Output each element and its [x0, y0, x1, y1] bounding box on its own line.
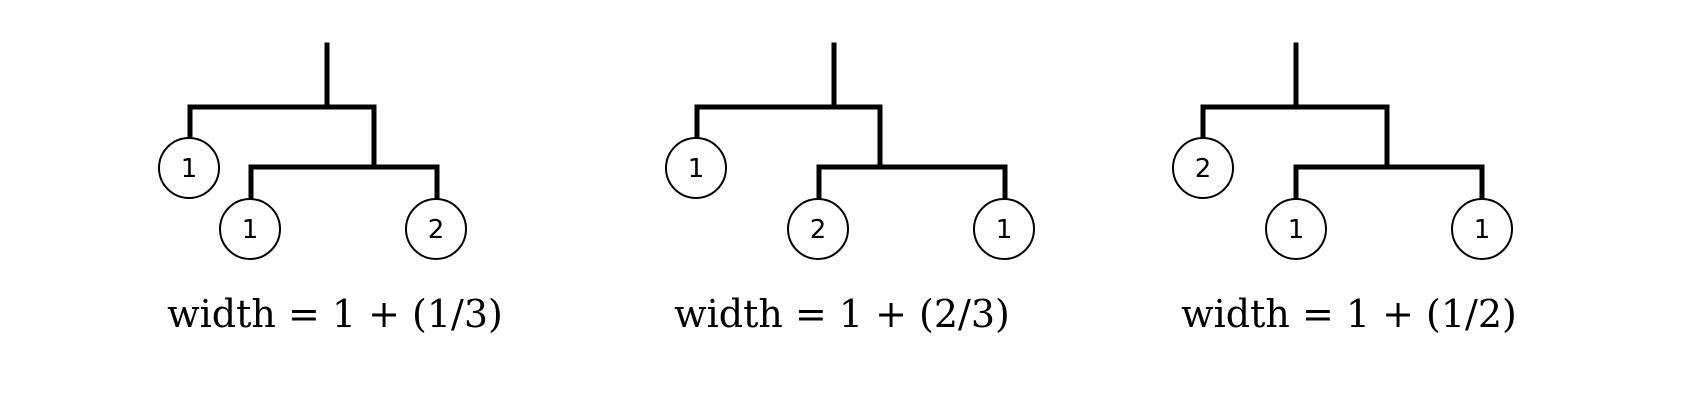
tree-3-leaf-c: 1 [1451, 198, 1513, 260]
leaf-circle [405, 198, 467, 260]
tree-2-leaf-a: 1 [665, 137, 727, 199]
tree-2-leaf-c: 1 [973, 198, 1035, 260]
leaf-label: 2 [428, 215, 445, 245]
leaf-label: 1 [1474, 215, 1491, 245]
leaf-circle [1451, 198, 1513, 260]
leaf-label: 2 [1195, 154, 1212, 184]
tree-3-leaf-a: 2 [1172, 137, 1234, 199]
tree-2: 1 2 1 width = 1 + (2/3) [665, 42, 1035, 336]
tree-2-leaf-b: 2 [787, 198, 849, 260]
leaf-circle [1172, 137, 1234, 199]
leaf-label: 2 [810, 215, 827, 245]
leaf-label: 1 [1288, 215, 1305, 245]
tree-1-leaf-a: 1 [158, 137, 220, 199]
tree-3: 2 1 1 width = 1 + (1/2) [1172, 42, 1517, 336]
leaf-circle [665, 137, 727, 199]
tree-1-leaf-c: 2 [405, 198, 467, 260]
leaf-circle [787, 198, 849, 260]
tree-1-caption: width = 1 + (1/3) [167, 292, 503, 336]
leaf-label: 1 [242, 215, 259, 245]
leaf-circle [973, 198, 1035, 260]
tree-2-caption: width = 1 + (2/3) [674, 292, 1010, 336]
leaf-circle [1265, 198, 1327, 260]
leaf-label: 1 [996, 215, 1013, 245]
leaf-circle [219, 198, 281, 260]
tree-3-leaf-b: 1 [1265, 198, 1327, 260]
tree-1: 1 1 2 width = 1 + (1/3) [158, 42, 503, 336]
tree-3-caption: width = 1 + (1/2) [1181, 292, 1517, 336]
leaf-label: 1 [181, 154, 198, 184]
leaf-circle [158, 137, 220, 199]
tree-1-leaf-b: 1 [219, 198, 281, 260]
leaf-label: 1 [688, 154, 705, 184]
